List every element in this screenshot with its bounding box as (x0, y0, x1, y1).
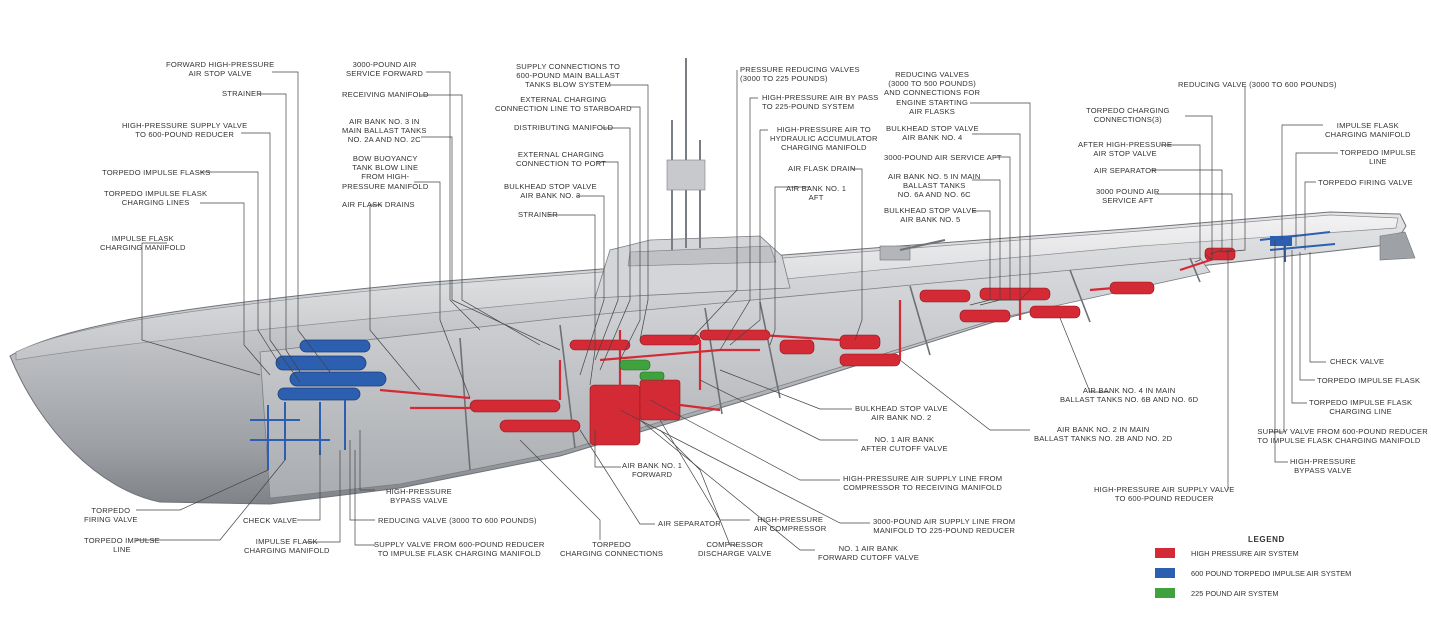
legend-swatch-red (1155, 548, 1175, 558)
deck (15, 214, 1399, 361)
label-hp-supply-line-compressor: HIGH-PRESSURE AIR SUPPLY LINE FROM COMPR… (843, 474, 1003, 493)
label-fwd-hp-air-stop-valve: FORWARD HIGH-PRESSURE AIR STOP VALVE (166, 60, 275, 79)
legend-label: HIGH PRESSURE AIR SYSTEM (1191, 549, 1299, 558)
legend-label: 600 POUND TORPEDO IMPULSE AIR SYSTEM (1191, 569, 1352, 578)
label-bow-buoyancy: BOW BUOYANCY TANK BLOW LINE FROM HIGH- P… (342, 154, 429, 191)
legend-swatch-green (1155, 588, 1175, 598)
label-ext-charging-starboard: EXTERNAL CHARGING CONNECTION LINE TO STA… (495, 95, 632, 114)
label-air-bank-1-after-cutoff: NO. 1 AIR BANK AFTER CUTOFF VALVE (861, 435, 948, 454)
label-reducing-valve-aft: REDUCING VALVE (3000 TO 600 POUNDS) (1178, 80, 1337, 89)
label-hp-bypass-valve-fwd: HIGH-PRESSURE BYPASS VALVE (386, 487, 452, 506)
label-supply-valve-600-fwd: SUPPLY VALVE FROM 600-POUND REDUCER TO I… (374, 540, 545, 559)
label-torpedo-impulse-line-fwd: TORPEDO IMPULSE LINE (84, 536, 160, 555)
label-impulse-flask-charging-manifold-aft: IMPULSE FLASK CHARGING MANIFOLD (1325, 121, 1411, 140)
label-air-bank-1-forward: AIR BANK NO. 1 FORWARD (622, 461, 683, 480)
label-air-flask-drain: AIR FLASK DRAIN (788, 164, 856, 173)
label-hp-air-hydraulic: HIGH-PRESSURE AIR TO HYDRAULIC ACCUMULAT… (770, 125, 878, 153)
label-torpedo-impulse-flask-charging-line-aft: TORPEDO IMPULSE FLASK CHARGING LINE (1309, 398, 1413, 417)
label-torpedo-firing-valve-fwd: TORPEDO FIRING VALVE (84, 506, 138, 525)
label-bulkhead-stop-valve-3: BULKHEAD STOP VALVE AIR BANK NO. 3 (504, 182, 597, 201)
label-after-hp-air-stop-valve: AFTER HIGH-PRESSURE AIR STOP VALVE (1078, 140, 1173, 159)
225-pound-air-system (619, 359, 665, 381)
label-service-3000-aft: 3000-POUND AIR SERVICE AFT (884, 153, 1002, 162)
label-torpedo-impulse-flasks: TORPEDO IMPULSE FLASKS (102, 168, 211, 177)
label-torpedo-firing-valve-aft: TORPEDO FIRING VALVE (1318, 178, 1413, 187)
bulkheads (459, 257, 1201, 471)
label-receiving-manifold: RECEIVING MANIFOLD (342, 90, 429, 99)
label-air-separator-aft: AIR SEPARATOR (1094, 166, 1157, 175)
label-torpedo-impulse-flask-charging-lines: TORPEDO IMPULSE FLASK CHARGING LINES (104, 189, 208, 208)
conning-tower (594, 235, 791, 299)
label-torpedo-impulse-line-aft: TORPEDO IMPULSE LINE (1340, 148, 1416, 167)
legend-swatch-blue (1155, 568, 1175, 578)
label-air-bank-4: AIR BANK NO. 4 IN MAIN BALLAST TANKS NO.… (1060, 386, 1199, 405)
label-compressor-discharge-valve: COMPRESSOR DISCHARGE VALVE (698, 540, 772, 559)
label-impulse-flask-charging-manifold-bottom: IMPULSE FLASK CHARGING MANIFOLD (244, 537, 330, 556)
label-check-valve-aft: CHECK VALVE (1330, 357, 1385, 366)
label-hp-air-compressor: HIGH-PRESSURE AIR COMPRESSOR (754, 515, 827, 534)
label-hp-bypass-225: HIGH-PRESSURE AIR BY PASS TO 225-POUND S… (762, 93, 879, 112)
label-distributing-manifold: DISTRIBUTING MANIFOLD (514, 123, 614, 132)
label-ext-charging-port: EXTERNAL CHARGING CONNECTION TO PORT (516, 150, 607, 169)
legend-label: 225 POUND AIR SYSTEM (1191, 589, 1279, 598)
label-strainer-mid: STRAINER (518, 210, 558, 219)
label-reducing-valve-fwd: REDUCING VALVE (3000 TO 600 POUNDS) (378, 516, 537, 525)
label-bulkhead-stop-valve-4: BULKHEAD STOP VALVE AIR BANK NO. 4 (886, 124, 979, 143)
label-supply-valve-600-aft: SUPPLY VALVE FROM 600-POUND REDUCER TO I… (1257, 427, 1428, 446)
label-air-bank-1-fwd-cutoff: NO. 1 AIR BANK FORWARD CUTOFF VALVE (818, 544, 920, 563)
label-air-bank-3: AIR BANK NO. 3 IN MAIN BALLAST TANKS NO.… (342, 117, 427, 145)
label-impulse-flask-charging-manifold-fwd: IMPULSE FLASK CHARGING MANIFOLD (100, 234, 186, 253)
label-air-bank-5: AIR BANK NO. 5 IN MAIN BALLAST TANKS NO.… (888, 172, 981, 200)
leader-lines (136, 70, 1338, 551)
high-pressure-air-system (469, 247, 1236, 446)
label-reducing-valves-engine: REDUCING VALVES (3000 TO 500 POUNDS) AND… (884, 70, 981, 116)
label-pressure-reducing-valves: PRESSURE REDUCING VALVES (3000 TO 225 PO… (740, 65, 860, 84)
label-torpedo-charging-connections-aft: TORPEDO CHARGING CONNECTIONS(3) (1086, 106, 1170, 125)
torpedo-impulse-system (275, 339, 387, 401)
label-torpedo-impulse-flask-aft: TORPEDO IMPULSE FLASK (1317, 376, 1421, 385)
label-air-separator-mid: AIR SEPARATOR (658, 519, 721, 528)
label-strainer-fwd: STRAINER (222, 89, 262, 98)
label-air-bank-2: AIR BANK NO. 2 IN MAIN BALLAST TANKS NO.… (1034, 425, 1173, 444)
label-hp-bypass-valve-aft: HIGH-PRESSURE BYPASS VALVE (1290, 457, 1356, 476)
label-service-3000-fwd: 3000-POUND AIR SERVICE FORWARD (346, 60, 424, 79)
label-hp-supply-valve-600-aft: HIGH-PRESSURE AIR SUPPLY VALVE TO 600-PO… (1094, 485, 1235, 504)
label-bulkhead-stop-valve-5: BULKHEAD STOP VALVE AIR BANK NO. 5 (884, 206, 977, 225)
label-supply-connections-600: SUPPLY CONNECTIONS TO 600-POUND MAIN BAL… (516, 62, 621, 90)
label-hp-supply-valve-600: HIGH-PRESSURE SUPPLY VALVE TO 600-POUND … (122, 121, 248, 140)
label-check-valve-fwd: CHECK VALVE (243, 516, 298, 525)
label-air-bank-1-aft: AIR BANK NO. 1 AFT (786, 184, 847, 203)
label-torpedo-charging-connections-mid: TORPEDO CHARGING CONNECTIONS (560, 540, 664, 559)
label-supply-line-3000-225: 3000-POUND AIR SUPPLY LINE FROM MANIFOLD… (873, 517, 1016, 536)
label-air-flask-drains: AIR FLASK DRAINS (342, 200, 415, 209)
legend-title: LEGEND (1248, 535, 1285, 544)
label-service-3000-aft-small: 3000 POUND AIR SERVICE AFT (1096, 187, 1160, 206)
label-bulkhead-stop-valve-2: BULKHEAD STOP VALVE AIR BANK NO. 2 (855, 404, 948, 423)
